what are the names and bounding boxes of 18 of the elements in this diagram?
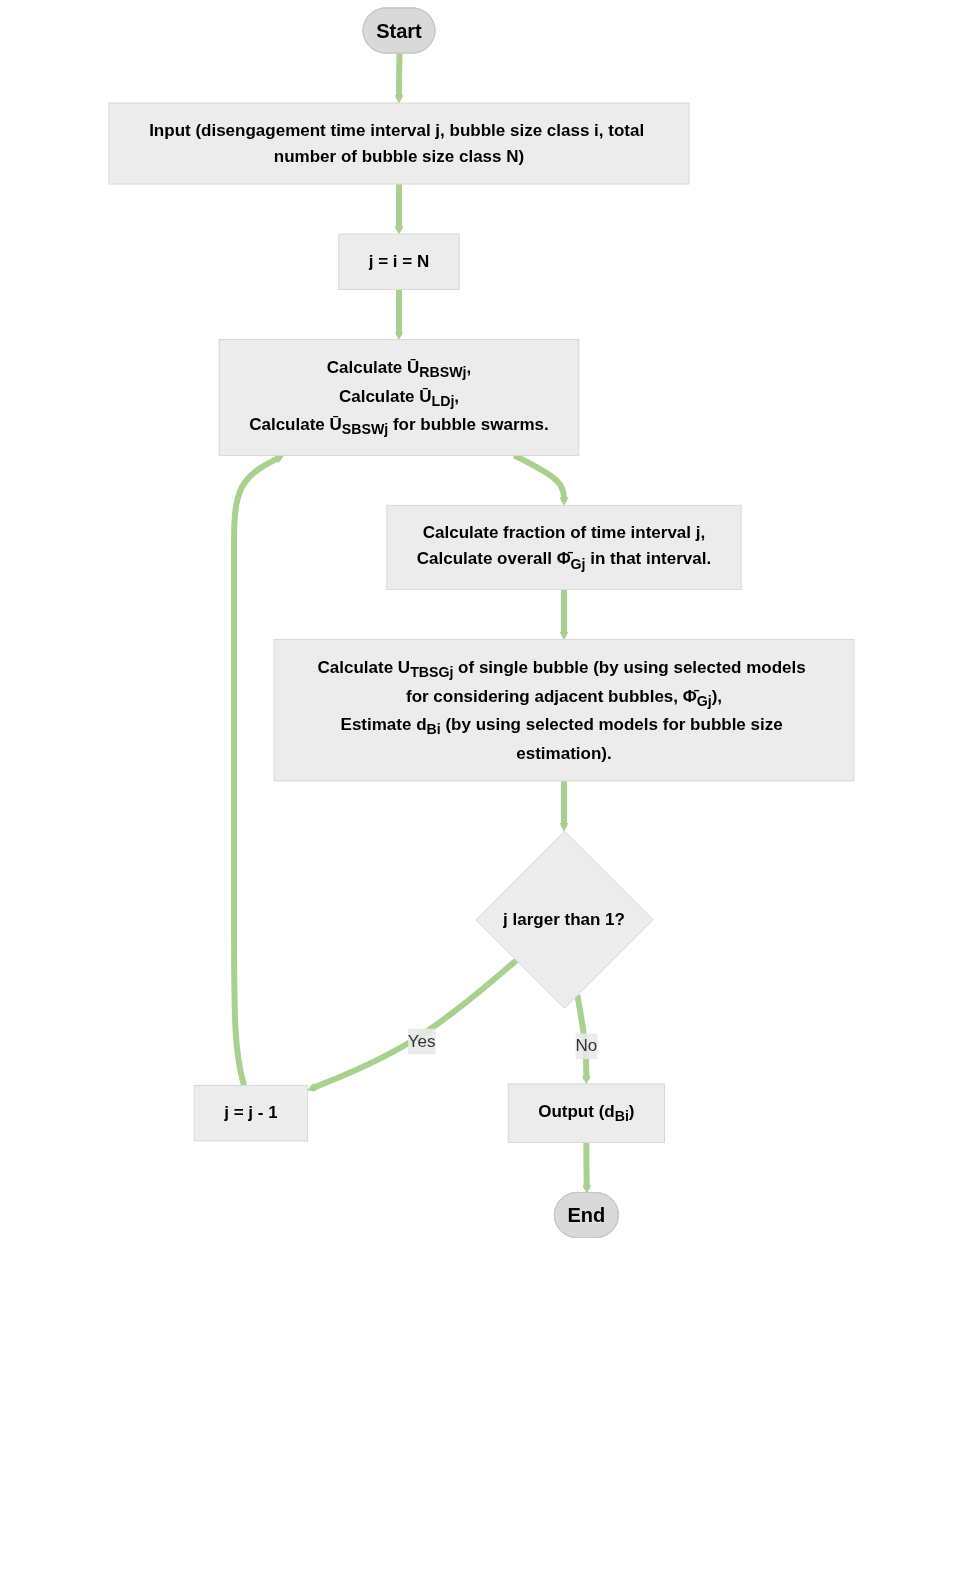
node-box: Calculate U$_{TBSGj}$ of single bubble (by using selected models for considering adjacent bubbles, Φ̄$_{Gj}$), Estimate d$_{Bi}$ (by using selected models for bubble size estimation). [273, 639, 854, 782]
node-box: Calculate Ū$_{RBSWj}$, Calculate Ū$_{LDj}$, Calculate Ū$_{SBSWj}$ for bubble swarms. [218, 339, 579, 456]
node-box: j = j - 1 [193, 1084, 308, 1142]
arrow [559, 589, 568, 640]
arrow [230, 454, 284, 1087]
node-box: Output (d$_{Bi}$) [507, 1083, 665, 1143]
arrow [394, 184, 403, 235]
node-box: Calculate fraction of time interval j, Calculate overall Φ̄$_{Gj}$ in that interval. [385, 504, 742, 591]
arrow [559, 781, 568, 832]
arrow [581, 1142, 591, 1194]
node-box: j = i = N [337, 233, 460, 290]
edge-label: No [575, 1036, 597, 1056]
edge-label: Yes [407, 1031, 435, 1051]
node-box: Input (disengagement time interval j, bubble size class i, total number of bubble size class N) [108, 102, 689, 185]
arrow [394, 53, 403, 104]
arrow [306, 958, 518, 1092]
node-diamond: j larger than 1? [474, 830, 654, 1009]
arrow [394, 289, 403, 340]
